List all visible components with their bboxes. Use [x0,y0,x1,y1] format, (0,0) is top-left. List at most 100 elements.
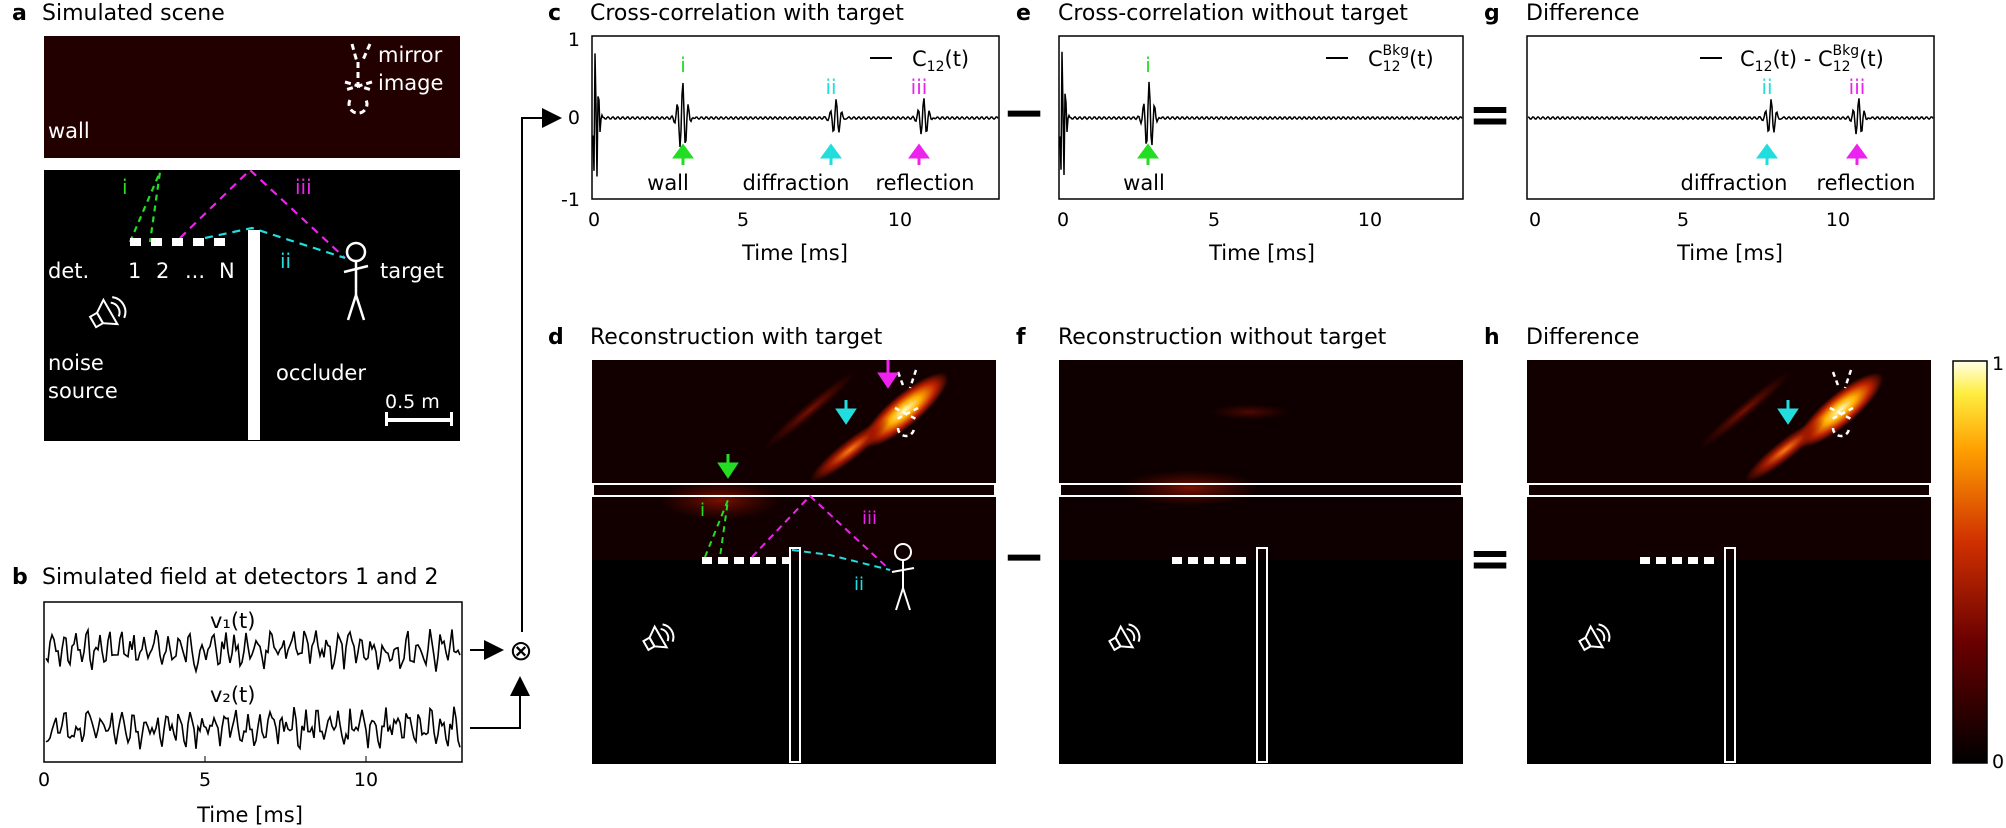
e-arrow-wall [1137,143,1159,165]
g-xcorr-line [1527,98,1934,135]
g-xtick-5: 5 [1677,209,1689,231]
g-arrow-diffraction [1756,143,1778,165]
legend-e: C12Bkg(t) [1368,43,1434,75]
colorbar: 1 0 [1952,353,2004,773]
e-xtick-5: 5 [1208,209,1220,231]
panel-title-d: Reconstruction with target [590,325,883,350]
image-label: image [378,71,443,95]
occluder-label: occluder [276,361,366,385]
c-xtick-0: 0 [588,209,600,231]
d-speaker-icon [642,623,675,652]
minus-sign-top: − [1002,83,1046,143]
c-arrow-reflection [908,143,930,165]
panel-title-h: Difference [1526,325,1639,350]
path-ii-line [204,226,346,260]
f-faint-spot [1120,470,1260,506]
d-target-icon [891,543,915,611]
g-xlabel: Time [ms] [1676,241,1783,265]
d-arrow-magenta [877,360,899,389]
c-ytick-m1: -1 [561,189,580,211]
panel-letter-f: f [1016,325,1026,350]
e-xtick-0: 0 [1057,209,1069,231]
connector [470,108,562,729]
c-xtick-10: 10 [888,209,912,231]
e-xlabel: Time [ms] [1208,241,1315,265]
panel-letter-a: a [12,1,27,26]
c-xtick-5: 5 [737,209,749,231]
c-ytick-1: 1 [568,29,580,51]
b-xtick-0: 0 [38,769,50,791]
panel-letter-d: d [548,325,564,350]
mirror-label: mirror [378,43,443,67]
source-label: source [48,379,118,403]
panel-title-f: Reconstruction without target [1058,325,1387,350]
panel-d: d Reconstruction with target i iii ii [548,325,996,764]
d-mirror-icon [894,369,919,438]
e-peak-i-label: i [1145,53,1151,77]
colorbar-min: 0 [1992,751,2004,773]
c-ytick-0: 0 [568,107,580,129]
v1-signal-line [45,627,461,675]
path-i-line [128,171,162,243]
noise-label: noise [48,351,104,375]
panel-title-b: Simulated field at detectors 1 and 2 [42,565,438,590]
det-label-ellipsis: ... [185,259,205,283]
det-label-n: N [219,259,235,283]
mirror-image-icon [344,43,373,115]
path-ii-label: ii [280,249,291,273]
c-peak-ii-label: ii [825,75,836,99]
v2-signal-line [45,706,461,751]
panel-b: b Simulated field at detectors 1 and 2 v… [12,565,463,827]
c-arrow-diffraction [820,143,842,165]
multiply-icon: ⊗ [509,634,532,667]
minus-sign-bottom: − [1002,527,1046,587]
b-xlabel: Time [ms] [196,803,303,827]
scale-bar [385,418,453,422]
h-speaker-icon [1578,623,1611,652]
panel-g: g Difference C12(t) - C12Bkg(t) ii iii d… [1484,1,1935,265]
e-xtick-10: 10 [1358,209,1382,231]
d-occluder-outline [789,547,801,763]
e-xcorr-line [1059,51,1463,176]
g-peak-ii-label: ii [1761,75,1772,99]
panel-letter-c: c [548,1,561,26]
c-reflection-label: reflection [875,171,974,195]
h-detectors [1640,557,1714,564]
d-detectors [702,557,790,564]
f-detectors [1172,557,1246,564]
det-label: det. [48,259,89,283]
g-diffraction-label: diffraction [1681,171,1788,195]
path-iii-line [179,168,346,259]
g-xtick-10: 10 [1826,209,1850,231]
panel-title-c: Cross-correlation with target [590,1,904,26]
f-wall-outline [1059,483,1463,497]
c-xlabel: Time [ms] [741,241,848,265]
panel-c: c Cross-correlation with target 1 0 -1 C… [548,1,1000,265]
v2-label: v₂(t) [210,683,255,707]
equals-sign-bottom: = [1468,529,1512,589]
e-wall-label: wall [1123,171,1165,195]
g-xtick-0: 0 [1529,209,1541,231]
d-path-i-label: i [700,500,705,521]
panel-title-e: Cross-correlation without target [1058,1,1408,26]
target-label: target [380,259,444,283]
c-xcorr-line [592,53,999,177]
colorbar-max: 1 [1992,353,2004,375]
target-icon [343,241,369,321]
det-label-2: 2 [156,259,169,283]
h-arrow-cyan [1777,400,1799,425]
g-reflection-label: reflection [1816,171,1915,195]
d-path-iii-label: iii [862,508,877,529]
d-wall-outline [592,483,996,497]
panel-f: f Reconstruction without target [1016,325,1463,764]
legend-g: C12(t) - C12Bkg(t) [1740,43,1884,75]
panel-title-g: Difference [1526,1,1639,26]
panel-letter-e: e [1016,1,1031,26]
c-diffraction-label: diffraction [743,171,850,195]
speaker-icon [88,296,127,329]
f-occluder-outline [1256,547,1268,763]
c-peak-iii-label: iii [911,75,928,99]
det-label-1: 1 [128,259,141,283]
g-arrow-reflection [1846,143,1868,165]
